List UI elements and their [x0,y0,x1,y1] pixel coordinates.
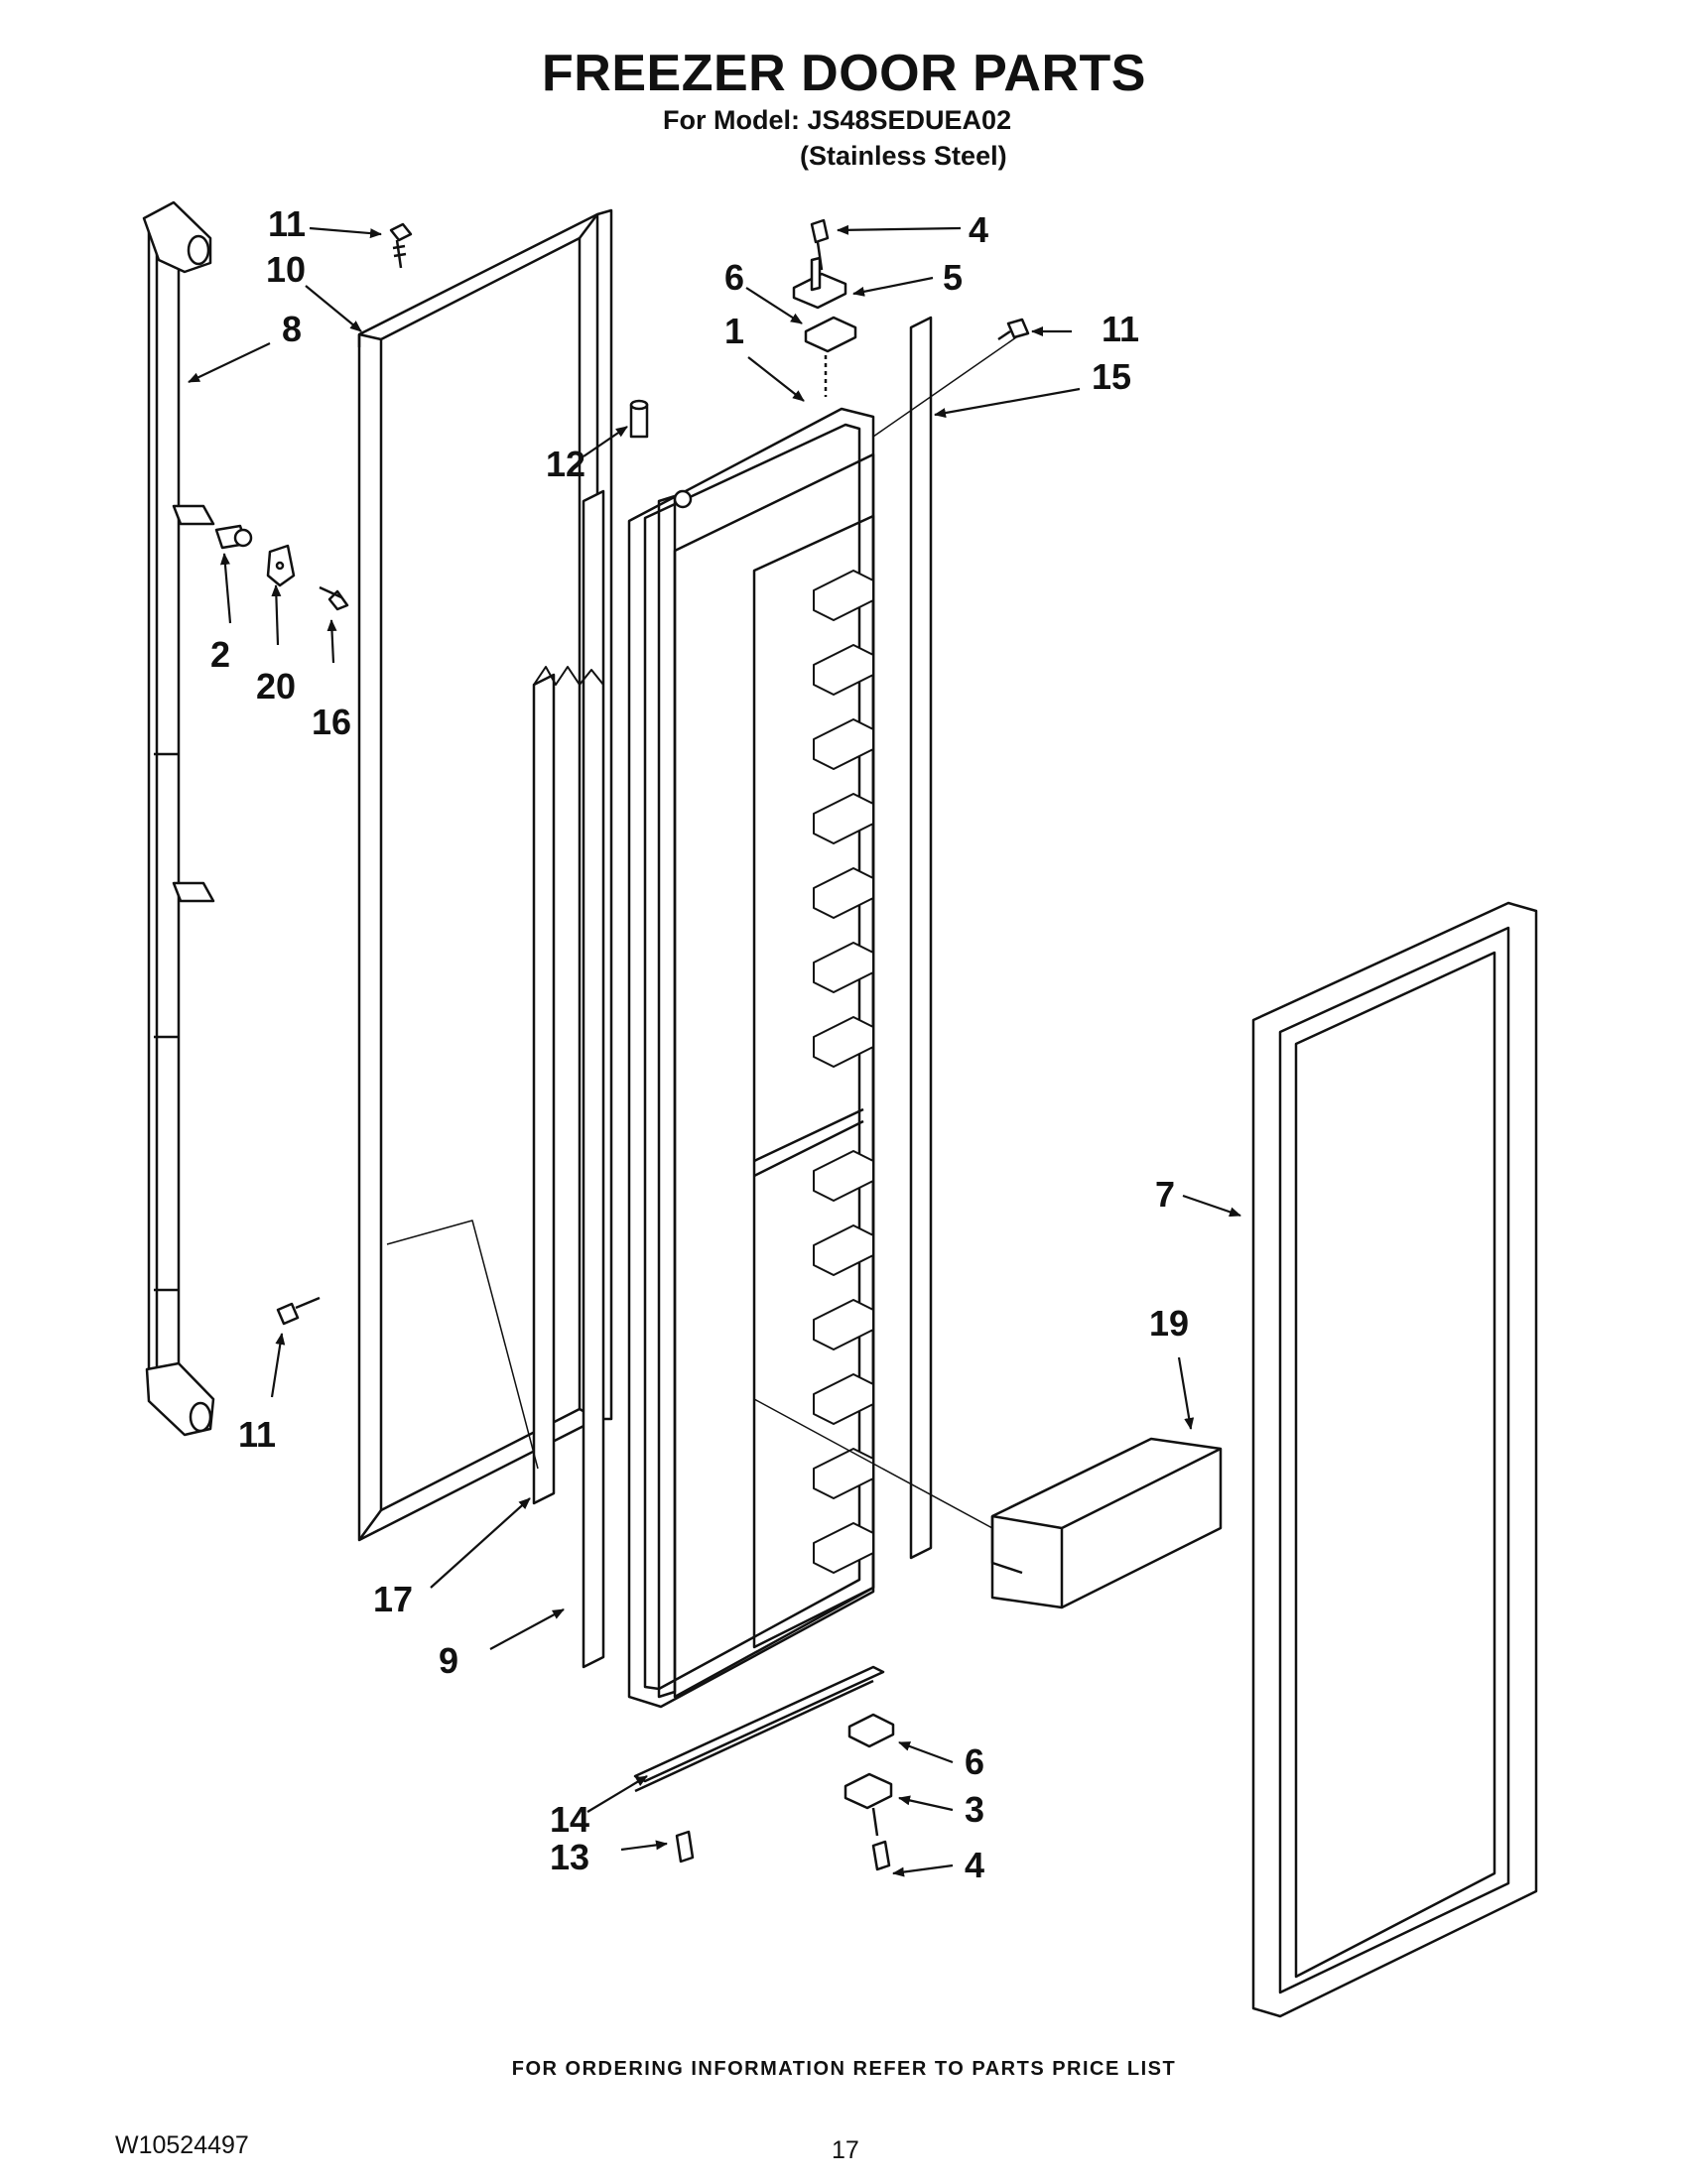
callout-3: 3 [965,1789,984,1830]
callout-11-bottom: 11 [238,1414,276,1455]
part-door-frame [357,208,613,1542]
part-handle [142,200,215,1437]
part-screw-top-left [389,222,413,269]
part-shelf-brackets [813,570,874,1574]
part-door-bin [990,1437,1223,1609]
callout-5: 5 [943,257,963,298]
document-number: W10524497 [115,2131,249,2159]
callout-2: 2 [210,634,230,675]
callout-11-top-right: 11 [1102,309,1139,349]
model-finish: (Stainless Steel) [800,141,1007,171]
part-handle-hardware [214,524,349,611]
callout-leaders [188,224,1241,1877]
page-number: 17 [832,2136,859,2164]
callout-labels: 11 10 8 2 20 16 4 5 6 11 1 15 12 7 19 11… [210,203,1189,1885]
callout-19: 19 [1149,1303,1189,1344]
part-freezer-door [627,407,875,1709]
callout-14: 14 [550,1799,589,1840]
callout-4-top: 4 [969,209,988,250]
part-edge-strip [909,316,933,1560]
page-title: FREEZER DOOR PARTS [542,45,1146,102]
callout-6-bottom: 6 [965,1741,984,1782]
model-number: For Model: JS48SEDUEA02 [663,105,1012,135]
callout-16: 16 [312,702,351,742]
callout-17: 17 [373,1579,413,1619]
part-side-strips [532,489,605,1669]
assembly-guide-lines [386,336,1017,1529]
callout-13: 13 [550,1837,589,1877]
callout-9: 9 [439,1640,458,1681]
part-plug [629,399,649,439]
callout-20: 20 [256,666,296,707]
callout-12: 12 [546,444,585,484]
callout-8: 8 [282,309,302,349]
callout-6-top: 6 [724,257,744,298]
part-screw-top-right [997,318,1030,341]
callout-1: 1 [724,311,744,351]
callout-10: 10 [266,249,306,290]
part-screw-bottom-left [276,1296,321,1326]
part-bottom-hinge [675,1713,895,1871]
callout-15: 15 [1092,356,1131,397]
part-door-panel [1251,901,1538,2018]
part-top-hinge [792,218,857,397]
callout-7: 7 [1155,1174,1175,1215]
callout-11-top-left: 11 [268,203,306,244]
ordering-note: FOR ORDERING INFORMATION REFER TO PARTS … [511,2058,1177,2080]
callout-4-bottom: 4 [965,1845,984,1885]
